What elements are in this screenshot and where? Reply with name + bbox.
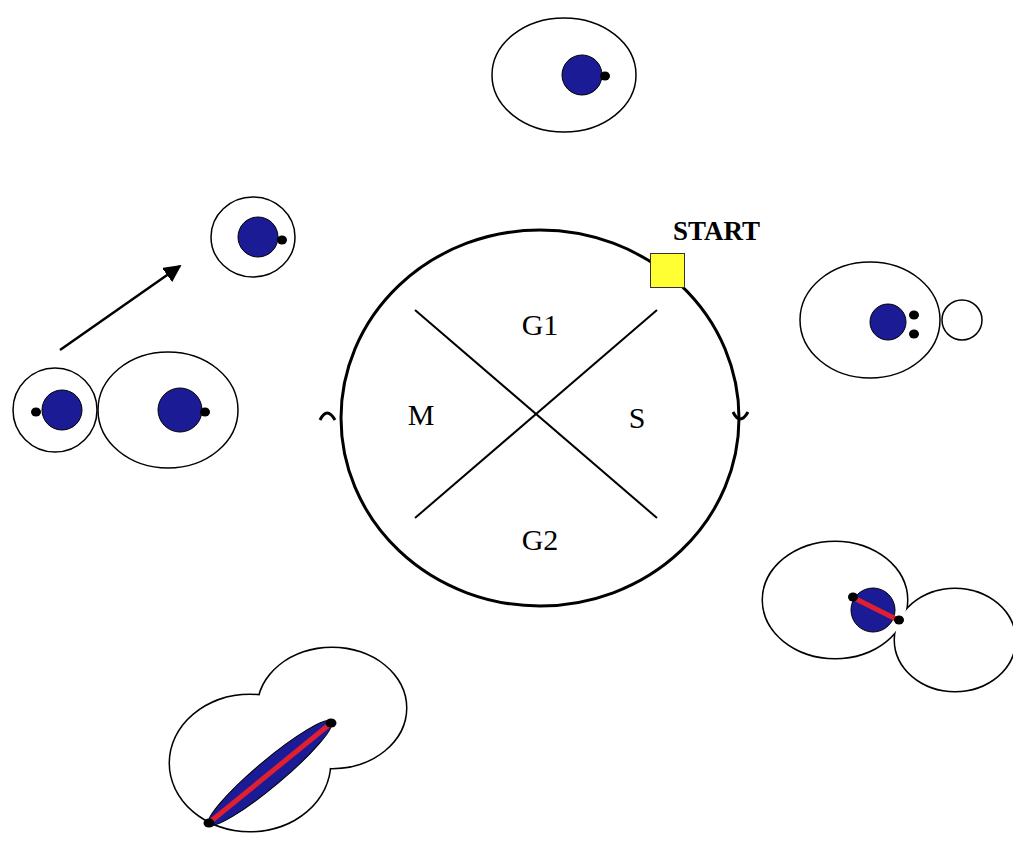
- phase-label: S: [629, 403, 646, 433]
- cycle-circle: [341, 230, 739, 606]
- spindle-pole-body: [200, 408, 210, 417]
- mother-cell: [98, 352, 238, 468]
- spindle-pole-body: [31, 408, 41, 417]
- cell-outline: [211, 197, 295, 277]
- phase-label: G2: [522, 525, 559, 555]
- nucleus: [870, 304, 906, 340]
- nucleus: [200, 712, 339, 835]
- direction-tick: [733, 412, 748, 419]
- start-square: [650, 253, 685, 288]
- spindle: [210, 724, 330, 822]
- spindle: [854, 598, 898, 620]
- cell-outline: [800, 262, 940, 378]
- nucleus: [158, 388, 202, 432]
- spindle-pole-body: [909, 311, 919, 320]
- mitotic-cell: [170, 648, 406, 834]
- phase-label: G1: [522, 310, 559, 340]
- g1-cell: [492, 18, 636, 132]
- spindle-pole-body: [326, 719, 337, 728]
- daughter-cell: [13, 368, 97, 452]
- direction-tick: [320, 413, 335, 420]
- checkpoint-label: START: [673, 218, 760, 245]
- phase-divider: [415, 310, 657, 518]
- cell-outline: [492, 18, 636, 132]
- cell-fill: [763, 542, 907, 658]
- phase-divider: [415, 310, 657, 518]
- bud-fill: [895, 589, 1013, 691]
- nucleus: [42, 390, 82, 430]
- bud: [942, 300, 982, 340]
- daughter-cells: [13, 352, 238, 468]
- spindle-pole-body: [909, 330, 919, 339]
- growth-arrow: [60, 266, 180, 350]
- g2-cell: [763, 542, 1013, 691]
- spindle-pole-body: [277, 236, 287, 245]
- budding-cell: [800, 262, 982, 378]
- nucleus: [238, 217, 278, 257]
- spindle-pole-body: [204, 819, 215, 828]
- phase-label: M: [408, 400, 435, 430]
- spindle-pole-body: [894, 616, 904, 625]
- new-g1-cell: [211, 197, 295, 277]
- spindle-pole-body: [600, 72, 610, 81]
- bud-outline: [895, 589, 1013, 691]
- start-checkpoint: START: [650, 218, 764, 288]
- spindle-pole-body: [848, 593, 858, 602]
- cell-outline: [763, 542, 907, 658]
- nucleus: [562, 55, 602, 95]
